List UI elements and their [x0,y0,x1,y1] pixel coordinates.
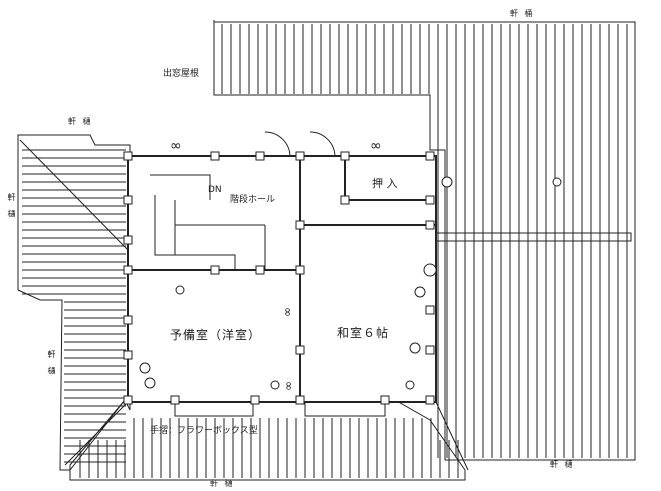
column [295,265,305,275]
eaves-label-top: 軒 桶 [510,9,535,18]
column-circle [270,380,280,390]
column-circle [441,176,453,188]
column [123,350,133,360]
column [340,151,350,161]
right-roof-outline [213,20,636,461]
column [295,220,305,230]
flower-box-label: 手摺：フラワーボックス型 [150,426,258,436]
column [295,395,305,405]
column [425,151,435,161]
column-circle [414,286,426,298]
column [340,195,350,205]
dormer-roof-label: 出窓屋根 [163,69,200,79]
column [295,151,305,161]
column [425,195,435,205]
column [255,151,265,161]
eaves-label-bottom-right: 軒 樋 [550,460,575,469]
closet-label: 押 入 [372,177,398,190]
column-circle [175,285,185,295]
column [295,345,305,355]
door-swing-left [264,131,291,158]
staircase [150,174,266,270]
hip-line-left [19,139,129,251]
bottom-roof-outline [69,399,466,481]
column [123,195,133,205]
infinity-mark: ∞ [281,307,295,317]
hip-line-bottom-right [435,401,469,471]
column-circle [409,342,421,354]
infinity-mark: ∞ [170,138,182,154]
eaves-label-left-lower: 軒 樋 [47,350,56,378]
bay-window-right [304,401,386,417]
western-room-label: 予備室（洋室） [170,328,262,342]
column [210,265,220,275]
column [123,395,133,405]
hip-line-bottom-left [64,401,129,466]
infinity-mark: ∞ [370,138,382,154]
eaves-label-bottom: 軒 樋 [210,479,235,488]
infinity-mark: ∞ [282,381,296,391]
japanese-room-label: 和室６帖 [337,326,390,340]
column [425,220,435,230]
column [255,265,265,275]
column [123,151,133,161]
column-circle [144,377,156,389]
eaves-label-left-side: 軒 樋 [7,193,16,221]
stair-hall-label: 階段ホール [230,195,276,205]
column [210,151,220,161]
column [425,395,435,405]
column [123,315,133,325]
column-circle [405,380,415,390]
column [425,305,435,315]
column-circle [552,177,562,187]
eaves-label-left-top: 軒 樋 [68,117,93,126]
floor-area [127,155,437,403]
column [123,265,133,275]
column-circle [139,362,151,374]
balcony-beam [435,232,632,242]
structural-columns [123,151,435,405]
door-swing-right [309,131,336,158]
left-roof-outline [17,134,131,471]
left-roof-hatching [22,149,126,463]
column [425,345,435,355]
column [250,395,260,405]
down-label: DN [208,185,222,195]
column [170,395,180,405]
column [380,395,390,405]
column-circle [423,263,437,277]
column [123,235,133,245]
bay-window-left [174,401,254,417]
bottom-roof-hatching [79,418,459,478]
